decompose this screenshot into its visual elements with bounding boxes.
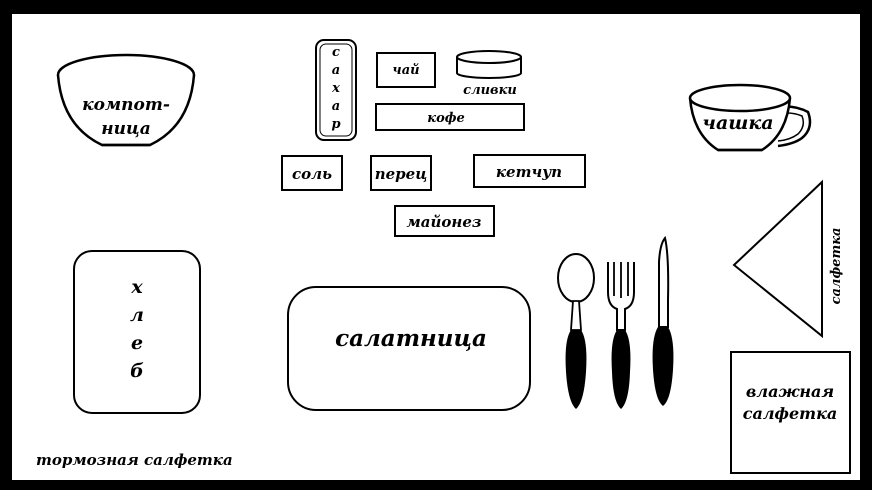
wet-napkin-card: влажная салфетка <box>730 351 851 474</box>
salt-label: соль <box>292 165 332 183</box>
cup: чашка <box>688 83 812 152</box>
wet-napkin-label-1: влажная <box>746 382 834 401</box>
coffee-card: кофе <box>375 103 525 131</box>
compote-bowl-label-2: ница <box>101 119 150 139</box>
bread-letter-4: б <box>130 360 144 382</box>
ketchup-card: кетчуп <box>473 154 586 188</box>
cream-label: сливки <box>463 83 517 98</box>
sugar-letter-1: с <box>332 45 340 60</box>
compote-bowl-label-1: компот- <box>82 95 170 115</box>
wet-napkin-label-2: салфетка <box>743 404 838 423</box>
spoon-icon <box>557 253 595 409</box>
salt-card: соль <box>281 155 343 191</box>
cream-container: сливки <box>456 50 522 98</box>
sugar-card: с а х а р <box>315 39 357 141</box>
brake-napkin-label: тормозная салфетка <box>36 451 233 469</box>
mayonnaise-label: майонез <box>407 213 482 231</box>
cup-label: чашка <box>702 112 773 134</box>
mayonnaise-card: майонез <box>394 205 495 237</box>
coffee-label: кофе <box>427 111 464 126</box>
bread-letter-2: л <box>130 304 144 326</box>
sugar-letter-4: а <box>332 99 340 114</box>
compote-bowl: компот- ница <box>56 53 196 147</box>
tea-label: чай <box>392 63 419 78</box>
salad-bowl-label: салатница <box>335 325 487 352</box>
bread-card: х л е б <box>73 250 201 414</box>
napkin-label: салфетка <box>829 228 844 305</box>
sugar-letter-5: р <box>331 117 340 132</box>
knife-icon <box>652 235 674 406</box>
salad-bowl-card: салатница <box>287 286 531 411</box>
ketchup-label: кетчуп <box>496 163 562 181</box>
tea-card: чай <box>376 52 436 88</box>
sugar-letter-3: х <box>331 81 340 96</box>
pepper-label: перец <box>375 165 428 183</box>
bread-letter-3: е <box>131 332 143 354</box>
sugar-letter-2: а <box>332 63 340 78</box>
fork-icon <box>607 262 635 409</box>
napkin-triangle: салфетка <box>732 179 844 339</box>
pepper-card: перец <box>370 155 432 191</box>
bread-letter-1: х <box>130 276 143 298</box>
